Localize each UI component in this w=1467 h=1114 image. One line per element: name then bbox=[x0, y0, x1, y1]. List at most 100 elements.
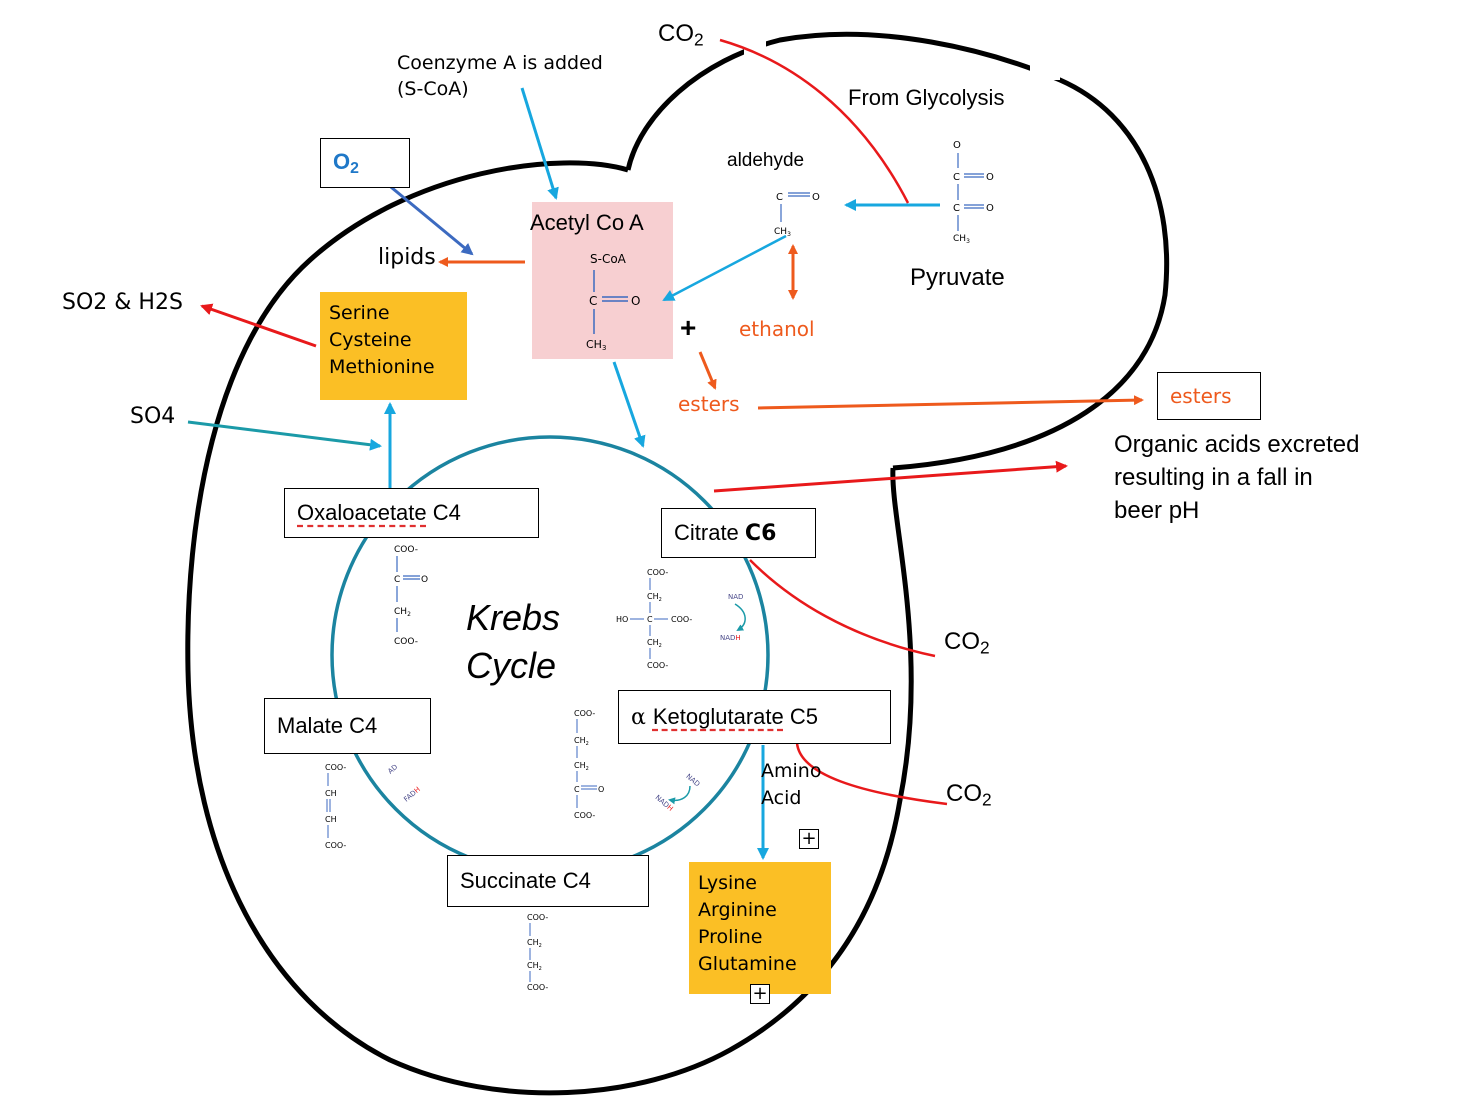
succinate-box: Succinate C4 bbox=[447, 855, 649, 907]
lipids-label: lipids bbox=[378, 245, 436, 270]
svg-text:C: C bbox=[953, 172, 960, 183]
expand-icon[interactable]: + bbox=[750, 984, 770, 1004]
svg-text:CH: CH bbox=[325, 789, 337, 798]
coenzyme-label: Coenzyme A is added(S-CoA) bbox=[397, 52, 603, 100]
amino-acid-label: Amino Acid bbox=[761, 760, 822, 809]
ethanol-label: ethanol bbox=[739, 317, 815, 341]
citrate-box: Citrate C6 bbox=[661, 508, 816, 558]
svg-text:FADH: FADH bbox=[402, 785, 422, 803]
expand-icon[interactable]: + bbox=[799, 829, 819, 849]
co2-citrate-label: CO2 bbox=[944, 628, 990, 658]
oxaloacetate-box: Oxaloacetate C4 bbox=[284, 488, 539, 538]
so2-h2s-label: SO2 & H2S bbox=[62, 290, 183, 315]
oxaloacetate-structure: COO- C O CH2 COO- bbox=[394, 545, 428, 647]
nad-citrate-step: NAD NADH bbox=[720, 593, 746, 642]
svg-text:S-CoA: S-CoA bbox=[590, 252, 627, 266]
amino-acid-arginine: Arginine bbox=[698, 899, 777, 921]
svg-text:O: O bbox=[631, 294, 640, 308]
from-glycolysis-label: From Glycolysis bbox=[848, 85, 1005, 110]
sulfur-amino-acids-box: Serine Cysteine Methionine bbox=[320, 292, 467, 400]
svg-text:C: C bbox=[776, 192, 783, 203]
svg-text:CH2: CH2 bbox=[574, 761, 589, 772]
coenzyme-arrow bbox=[520, 87, 559, 200]
svg-text:COO-: COO- bbox=[671, 615, 692, 624]
plus-sign: + bbox=[680, 312, 697, 343]
aldehyde-to-acetyl-arrow bbox=[662, 234, 787, 302]
glutamate-family-box: Lysine Arginine Proline Glutamine bbox=[689, 862, 831, 994]
organic-acids-arrow bbox=[713, 460, 1068, 493]
svg-text:NAD: NAD bbox=[684, 772, 701, 788]
malate-box: Malate C4 bbox=[264, 698, 431, 754]
svg-text:NADH: NADH bbox=[720, 634, 741, 642]
so2-arrow bbox=[200, 303, 317, 348]
svg-text:COO-: COO- bbox=[527, 983, 548, 992]
svg-text:CH2: CH2 bbox=[394, 607, 411, 618]
aldehyde-structure: C O CH3 bbox=[774, 192, 820, 238]
svg-text:CH2: CH2 bbox=[527, 938, 542, 949]
svg-text:NAD: NAD bbox=[728, 593, 743, 601]
amino-acid-cysteine: Cysteine bbox=[329, 329, 412, 351]
bud-cell-outline bbox=[625, 31, 1170, 471]
svg-text:C: C bbox=[394, 575, 400, 585]
amino-acid-lysine: Lysine bbox=[698, 872, 757, 894]
krebs-cycle-title: Krebs Cycle bbox=[466, 597, 561, 686]
nad-keto-step: NAD NADH bbox=[654, 772, 702, 813]
svg-text:C: C bbox=[589, 294, 597, 308]
svg-text:O: O bbox=[953, 140, 961, 151]
svg-text:COO-: COO- bbox=[394, 637, 418, 647]
ketoglutarate-structure: COO- CH2 CH2 C O COO- bbox=[574, 709, 604, 820]
svg-text:C: C bbox=[953, 203, 960, 214]
so4-label: SO4 bbox=[130, 404, 176, 429]
pyruvate-structure: O C O C O CH3 bbox=[953, 140, 994, 245]
svg-text:COO-: COO- bbox=[325, 763, 346, 772]
svg-text:C: C bbox=[647, 615, 653, 624]
o2-arrow bbox=[379, 176, 474, 256]
svg-text:CH2: CH2 bbox=[647, 638, 662, 649]
svg-text:O: O bbox=[986, 203, 994, 214]
acetyl-coa-label: Acetyl Co A bbox=[530, 210, 644, 235]
svg-text:COO-: COO- bbox=[574, 709, 595, 718]
esters-excretion-arrow bbox=[757, 395, 1144, 410]
pyruvate-label: Pyruvate bbox=[910, 264, 1005, 291]
svg-text:COO-: COO- bbox=[394, 545, 418, 555]
mother-cell-outline bbox=[185, 160, 914, 1096]
aldehyde-label: aldehyde bbox=[727, 150, 805, 171]
svg-text:COO-: COO- bbox=[647, 661, 668, 670]
svg-text:CH3: CH3 bbox=[774, 227, 791, 238]
acetyl-coa-box bbox=[532, 202, 673, 359]
svg-text:COO-: COO- bbox=[325, 841, 346, 850]
co2-release-keto bbox=[795, 742, 948, 806]
svg-text:CH3: CH3 bbox=[953, 234, 970, 245]
svg-text:NADH: NADH bbox=[654, 794, 675, 813]
svg-text:CH: CH bbox=[325, 815, 337, 824]
svg-text:COO-: COO- bbox=[647, 568, 668, 577]
esters-outer-box: esters bbox=[1157, 372, 1261, 420]
ketoglutarate-box: α Ketoglutarate C5 bbox=[618, 690, 891, 744]
svg-text:CH2: CH2 bbox=[574, 736, 589, 747]
malate-structure: COO- CH CH COO- bbox=[325, 763, 346, 850]
svg-text:AD: AD bbox=[386, 763, 399, 776]
svg-text:HO: HO bbox=[616, 615, 628, 624]
svg-text:O: O bbox=[421, 575, 428, 585]
amino-acid-proline: Proline bbox=[698, 926, 763, 948]
amino-acid-methionine: Methionine bbox=[329, 356, 435, 378]
svg-text:COO-: COO- bbox=[527, 913, 548, 922]
co2-top-label: CO2 bbox=[658, 20, 704, 50]
svg-text:CH3: CH3 bbox=[586, 338, 606, 352]
co2-keto-label: CO2 bbox=[946, 780, 992, 810]
svg-text:O: O bbox=[986, 172, 994, 183]
so4-arrow bbox=[187, 420, 382, 451]
co2-release-top bbox=[719, 38, 910, 204]
plus-to-esters-arrow bbox=[698, 351, 717, 390]
svg-text:C: C bbox=[574, 785, 580, 794]
amino-acid-glutamine: Glutamine bbox=[698, 953, 797, 975]
svg-text:O: O bbox=[812, 192, 820, 203]
svg-text:CH2: CH2 bbox=[527, 961, 542, 972]
fad-step: AD FADH bbox=[386, 763, 422, 804]
svg-text:COO-: COO- bbox=[574, 811, 595, 820]
succinate-structure: COO- CH2 CH2 COO- bbox=[527, 913, 548, 992]
organic-acids-label: Organic acids excreted resulting in a fa… bbox=[1114, 431, 1360, 524]
co2-release-citrate bbox=[749, 559, 936, 658]
svg-text:O: O bbox=[598, 785, 604, 794]
